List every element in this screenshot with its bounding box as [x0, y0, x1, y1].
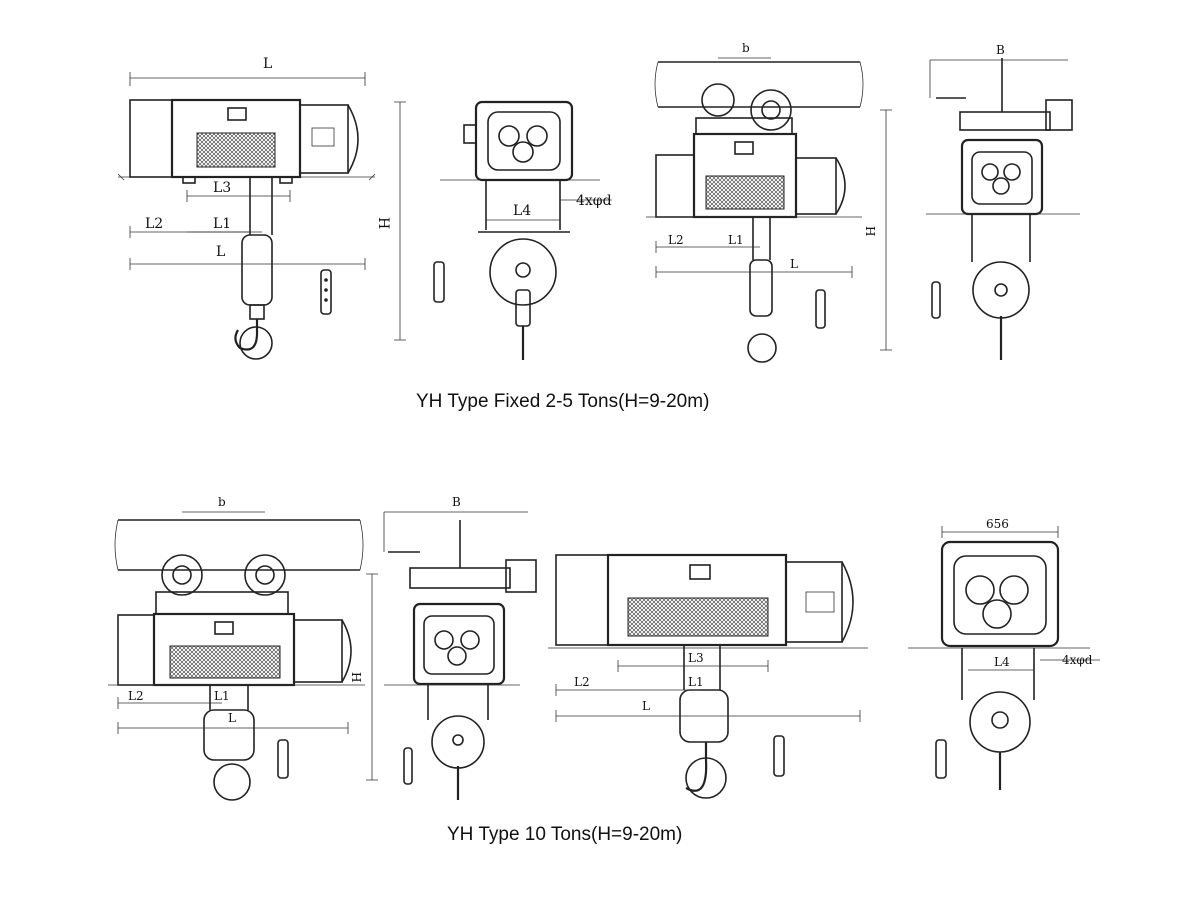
dim-L4: L4	[513, 203, 531, 219]
dim-B: B	[996, 43, 1005, 57]
caption-bottom: YH Type 10 Tons(H=9-20m)	[447, 824, 682, 845]
t10-fixed-side-view: 656 L4 4xφd	[908, 517, 1100, 790]
dim-L1: L1	[728, 233, 744, 247]
trolley-hoist-front-view: b L2 L1 L H	[646, 41, 892, 363]
dim-656: 656	[986, 517, 1009, 531]
dim-L: L	[790, 257, 798, 271]
dim-H: H	[863, 226, 877, 236]
dim-L1: L1	[214, 689, 230, 703]
dim-L-bottom: L	[216, 244, 225, 260]
dim-L2: L2	[668, 233, 684, 247]
t10-trolley-side-view: B	[383, 495, 537, 800]
dim-L: L	[642, 699, 650, 713]
fixed-hoist-side-view: L4 4xφd	[433, 100, 612, 360]
dim-L3: L3	[688, 651, 704, 665]
dim-L3: L3	[213, 180, 231, 196]
dim-H: H	[375, 217, 391, 229]
dim-b: b	[218, 495, 226, 509]
dim-b: b	[742, 41, 750, 55]
dim-B: B	[452, 495, 461, 509]
fixed-hoist-front-view: L L3 L2 L1 L H	[117, 56, 406, 360]
dim-L: L	[228, 711, 236, 725]
dim-L2: L2	[574, 675, 590, 689]
caption-top: YH Type Fixed 2-5 Tons(H=9-20m)	[416, 391, 709, 412]
trolley-hoist-side-view: B	[926, 43, 1080, 360]
dim-L1: L1	[213, 216, 231, 232]
t10-trolley-front-view: b L2 L1 L H	[108, 495, 378, 801]
dim-L4: L4	[994, 655, 1010, 669]
dim-L1: L1	[688, 675, 704, 689]
dim-L-top: L	[263, 56, 272, 72]
t10-fixed-front-view: L3 L2 L1 L	[548, 553, 868, 799]
dim-L2: L2	[128, 689, 144, 703]
dim-holes: 4xφd	[1062, 653, 1093, 667]
dim-holes: 4xφd	[576, 193, 612, 209]
dim-H: H	[349, 672, 363, 682]
dim-L2: L2	[145, 216, 163, 232]
